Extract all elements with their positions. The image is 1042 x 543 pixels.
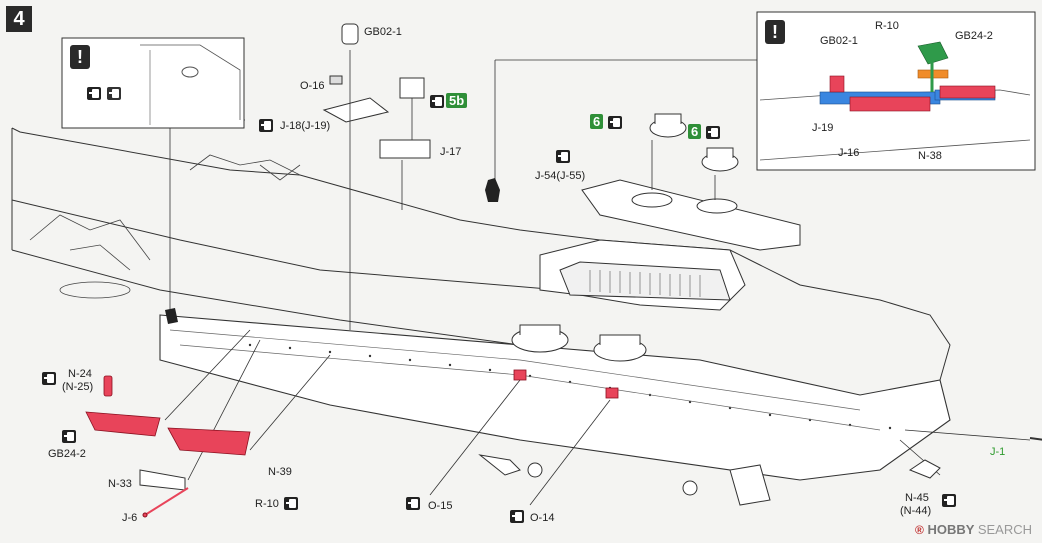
watermark-reg-mark: ®: [915, 523, 924, 537]
inset-right-box: [756, 11, 1036, 171]
part-o14-highlight: [605, 387, 619, 399]
label-j1: J-1: [990, 446, 1006, 458]
label-j18: J-18(J-19): [280, 120, 331, 132]
glue-icon-n24: [42, 372, 56, 385]
hull: [159, 314, 951, 481]
watermark-suffix: SEARCH: [977, 522, 1032, 537]
small-parts: [139, 437, 1042, 518]
glue-icon-6a: [608, 116, 622, 129]
label-j6: J-6: [122, 512, 138, 524]
part-n45: [908, 459, 941, 479]
glue-icon: [87, 87, 101, 100]
glue-icon-j18: [259, 119, 273, 132]
glue-icon-6b: [706, 126, 720, 139]
glue-icon-n45: [942, 494, 956, 507]
inset-label-gb24-2: GB24-2: [955, 30, 993, 42]
inset-label-j16: J-16: [838, 147, 860, 159]
watermark: ® HOBBY SEARCH: [915, 522, 1032, 537]
label-n24: N-24: [68, 368, 92, 380]
label-o15: O-15: [428, 500, 453, 512]
label-gb24-2: GB24-2: [48, 448, 86, 460]
label-n44: (N-44): [900, 505, 932, 517]
step-ref-6a: 6: [590, 114, 604, 129]
glue-icon-5b: [430, 95, 444, 108]
gun-turrets: [511, 113, 739, 362]
hangar-slats: [589, 270, 701, 297]
label-o16: O-16: [300, 80, 325, 92]
part-j6: [144, 487, 189, 516]
label-n25: (N-25): [62, 381, 94, 393]
part-n33: [139, 469, 186, 491]
warning-icon-inset: !: [765, 20, 785, 44]
part-o15-highlight: [513, 369, 527, 381]
part-n24-highlight: [103, 375, 113, 397]
label-j17: J-17: [440, 146, 462, 158]
highlighted-parts: [85, 92, 619, 456]
aft-deck: [539, 239, 746, 311]
glue-icon-j54: [556, 150, 570, 163]
hand-pointer-icon-2: [165, 308, 178, 324]
step-number: 4: [6, 6, 32, 32]
inset-label-r10: R-10: [875, 20, 899, 32]
label-n33: N-33: [108, 478, 132, 490]
inset-left-box: [61, 37, 245, 129]
step-ref-6b: 6: [688, 124, 702, 139]
propellers: [478, 454, 771, 506]
label-r10: R-10: [255, 498, 279, 510]
inset-label-j19: J-19: [812, 122, 834, 134]
glue-icon-o15: [406, 497, 420, 510]
label-n39: N-39: [268, 466, 292, 478]
glue-icon-gb24-2: [62, 430, 76, 443]
inset-label-gb02-1: GB02-1: [820, 35, 858, 47]
part-r10-highlight: [167, 427, 251, 456]
label-j54: J-54(J-55): [535, 170, 586, 182]
mast-part: [322, 23, 431, 159]
label-gb02-1: GB02-1: [364, 26, 402, 38]
watermark-brand: HOBBY: [927, 522, 975, 537]
inset-label-n38: N-38: [918, 150, 942, 162]
label-n45: N-45: [905, 492, 929, 504]
glue-icon-r10: [284, 497, 298, 510]
island-structure: [29, 154, 301, 299]
glue-icon-o14: [510, 510, 524, 523]
warning-icon: !: [70, 45, 90, 69]
file-tool-icon: [107, 87, 121, 100]
label-o14: O-14: [530, 512, 555, 524]
j54-platform: [581, 179, 801, 251]
part-gb24-2-highlight: [85, 411, 161, 437]
step-ref-5b: 5b: [446, 93, 468, 108]
hand-pointer-icon: [485, 178, 500, 202]
